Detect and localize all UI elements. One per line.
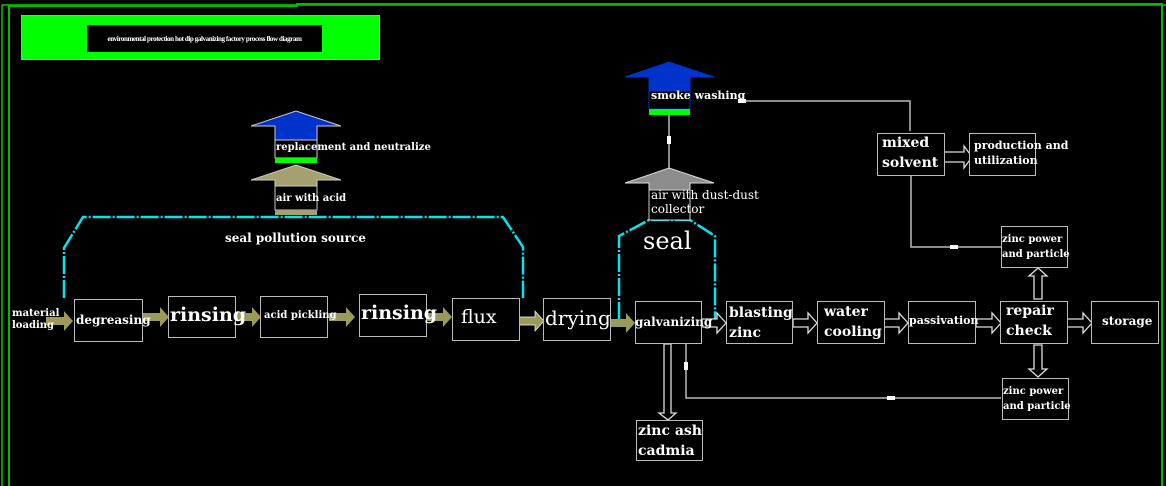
label-seal: seal <box>643 227 692 255</box>
connector-solvent-smoke <box>738 100 911 131</box>
diagram-title: environmental protection hot dip galvani… <box>87 25 322 52</box>
galvanizing-seal-outline <box>617 218 717 320</box>
exhaust-arrow-replacement <box>250 110 342 163</box>
inner-frame <box>8 3 1163 486</box>
byproduct-production[interactable]: production and utilization <box>969 133 1068 176</box>
byproduct-zinc-power-bottom-label: zinc power and particle <box>1003 386 1071 412</box>
title-band: environmental protection hot dip galvani… <box>21 15 380 60</box>
label-air-with-dust: air with dust-dust collector <box>651 188 759 217</box>
process-repair-check-label: repair check <box>1006 303 1054 340</box>
process-storage[interactable]: storage <box>1091 301 1159 344</box>
label-replacement-neutralize: replacement and neutralize <box>276 142 431 153</box>
seal-pollution-outline <box>62 215 525 298</box>
process-blasting-zinc-label: blasting zinc <box>729 305 793 342</box>
byproduct-zinc-power-top[interactable]: zinc power and particle <box>1001 226 1070 268</box>
process-passivation[interactable]: passivation <box>908 301 979 344</box>
label-air-with-acid: air with acid <box>276 193 347 204</box>
process-arrows <box>46 307 635 333</box>
process-repair-check[interactable]: repair check <box>1000 301 1068 344</box>
byproduct-zinc-ash-label: zinc ash cadmia <box>638 423 702 460</box>
exhaust-arrow-dust <box>624 167 715 221</box>
process-water-cooling-label: water cooling <box>824 304 882 341</box>
process-storage-label: storage <box>1102 314 1153 328</box>
label-material-loading: material loading <box>12 308 60 331</box>
exhaust-arrow-smoke <box>624 61 715 115</box>
label-smoke-washing: smoke washing <box>651 89 746 102</box>
outer-frame <box>1 4 1166 486</box>
process-degreasing[interactable]: degreasing <box>74 299 151 342</box>
byproduct-mixed-solvent[interactable]: mixed solvent <box>877 133 945 176</box>
process-flux[interactable]: flux <box>452 298 520 341</box>
process-flux-label: flux <box>461 306 497 328</box>
byproduct-mixed-solvent-label: mixed solvent <box>882 135 939 172</box>
process-passivation-label: passivation <box>909 314 979 327</box>
label-seal-pollution-source: seal pollution source <box>225 231 366 245</box>
process-drying-label: drying <box>545 306 611 330</box>
byproduct-zinc-power-top-label: zinc power and particle <box>1002 234 1070 260</box>
byproduct-zinc-power-bottom[interactable]: zinc power and particle <box>1002 378 1071 420</box>
process-acid-pickling[interactable]: acid pickling <box>260 296 337 338</box>
process-acid-pickling-label: acid pickling <box>264 310 337 321</box>
byproduct-production-label: production and utilization <box>974 139 1069 168</box>
connector-solvent-zinc <box>910 176 1001 248</box>
process-blasting-zinc[interactable]: blasting zinc <box>726 301 793 344</box>
process-rinsing-2[interactable]: rinsing <box>359 294 437 337</box>
process-drying[interactable]: drying <box>543 298 611 341</box>
process-rinsing-2-label: rinsing <box>361 302 438 324</box>
process-galvanizing-label: galvanizing <box>635 315 713 329</box>
connector-zinc-galvanizing <box>685 344 1001 399</box>
process-rinsing-1-label: rinsing <box>170 304 247 326</box>
exhaust-arrow-acid <box>250 164 342 215</box>
hollow-arrows <box>657 144 1093 421</box>
process-rinsing-1[interactable]: rinsing <box>168 296 246 338</box>
process-water-cooling[interactable]: water cooling <box>817 301 885 344</box>
byproduct-zinc-ash[interactable]: zinc ash cadmia <box>636 420 703 461</box>
process-galvanizing[interactable]: galvanizing <box>635 301 712 344</box>
process-degreasing-label: degreasing <box>76 313 151 327</box>
